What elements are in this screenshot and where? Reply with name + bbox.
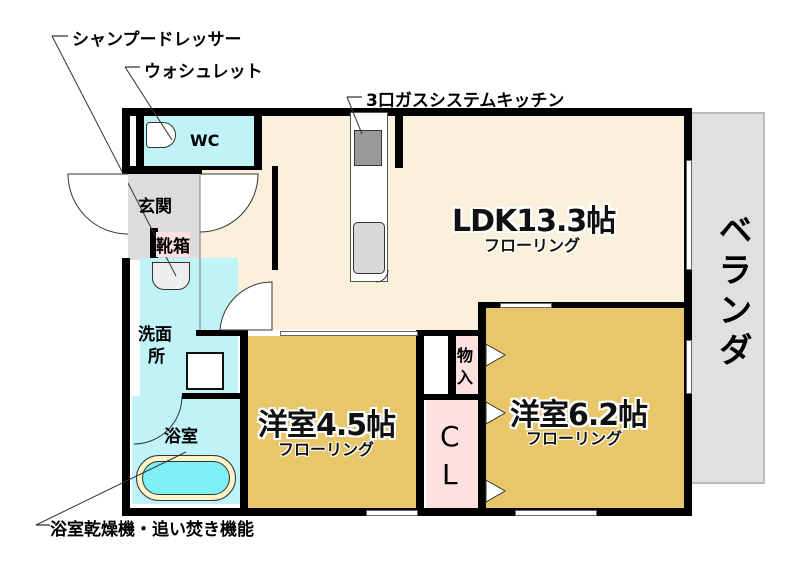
bathtub-water [142,461,230,495]
western-room-45 [244,336,416,508]
storage-label-line2: 入 [457,368,474,387]
wall [122,108,130,174]
ldk-floor: フローリング [484,236,581,255]
sink-icon [353,222,385,274]
wash-basin-icon [152,262,190,290]
annotation-kitchen: 3口ガスシステムキッチン [366,91,565,111]
wall [240,330,248,510]
wall [136,108,144,170]
window [515,510,597,516]
window [500,303,552,308]
washing-machine-icon [186,352,224,390]
wall [198,166,262,170]
wall [122,258,130,516]
closet-label-line2: L [442,458,458,491]
western-45-title: 洋室4.5帖 [258,408,396,443]
ldk-title: LDK13.3帖 [452,204,616,239]
shoe-box-label: 靴箱 [156,232,190,257]
wall [182,393,244,399]
window [280,331,418,336]
western-45-floor: フローリング [278,440,375,459]
wall [122,166,202,174]
wall [416,330,482,336]
toilet-icon [146,122,176,148]
wall [448,334,456,396]
annotation-washlet: ウォシュレット [144,62,263,82]
closet-label-line1: C [440,420,460,453]
western-room-62 [484,306,688,508]
window [366,510,418,516]
wall [272,166,278,270]
cl-closet [426,398,482,508]
wall [478,302,486,512]
entrance-label: 玄関 [138,197,172,217]
annotation-bath-features: 浴室乾燥機・追い焚き機能 [50,520,254,540]
washroom-label-line2: 所 [148,347,165,367]
window [686,340,692,394]
western-62-floor: フローリング [526,429,623,448]
storage-closet [455,336,482,394]
wc-label: WC [190,131,220,150]
gas-stove-icon [354,130,382,166]
annotation-shampoo-dresser: シャンプードレッサー [72,30,242,50]
wall [122,108,692,116]
window [686,160,692,270]
wall [416,330,424,510]
western-62-title: 洋室6.2帖 [510,398,648,433]
wall [196,330,248,336]
storage-label-line1: 物 [457,346,474,365]
ldk-room [260,112,688,330]
wall [254,108,262,170]
washroom-label-line1: 洗面 [138,325,172,345]
bathroom-label: 浴室 [164,427,198,447]
wall [684,108,692,516]
wall [416,394,482,400]
wall [395,112,403,168]
wall [478,302,692,308]
veranda-label: ベランダ [712,212,752,372]
